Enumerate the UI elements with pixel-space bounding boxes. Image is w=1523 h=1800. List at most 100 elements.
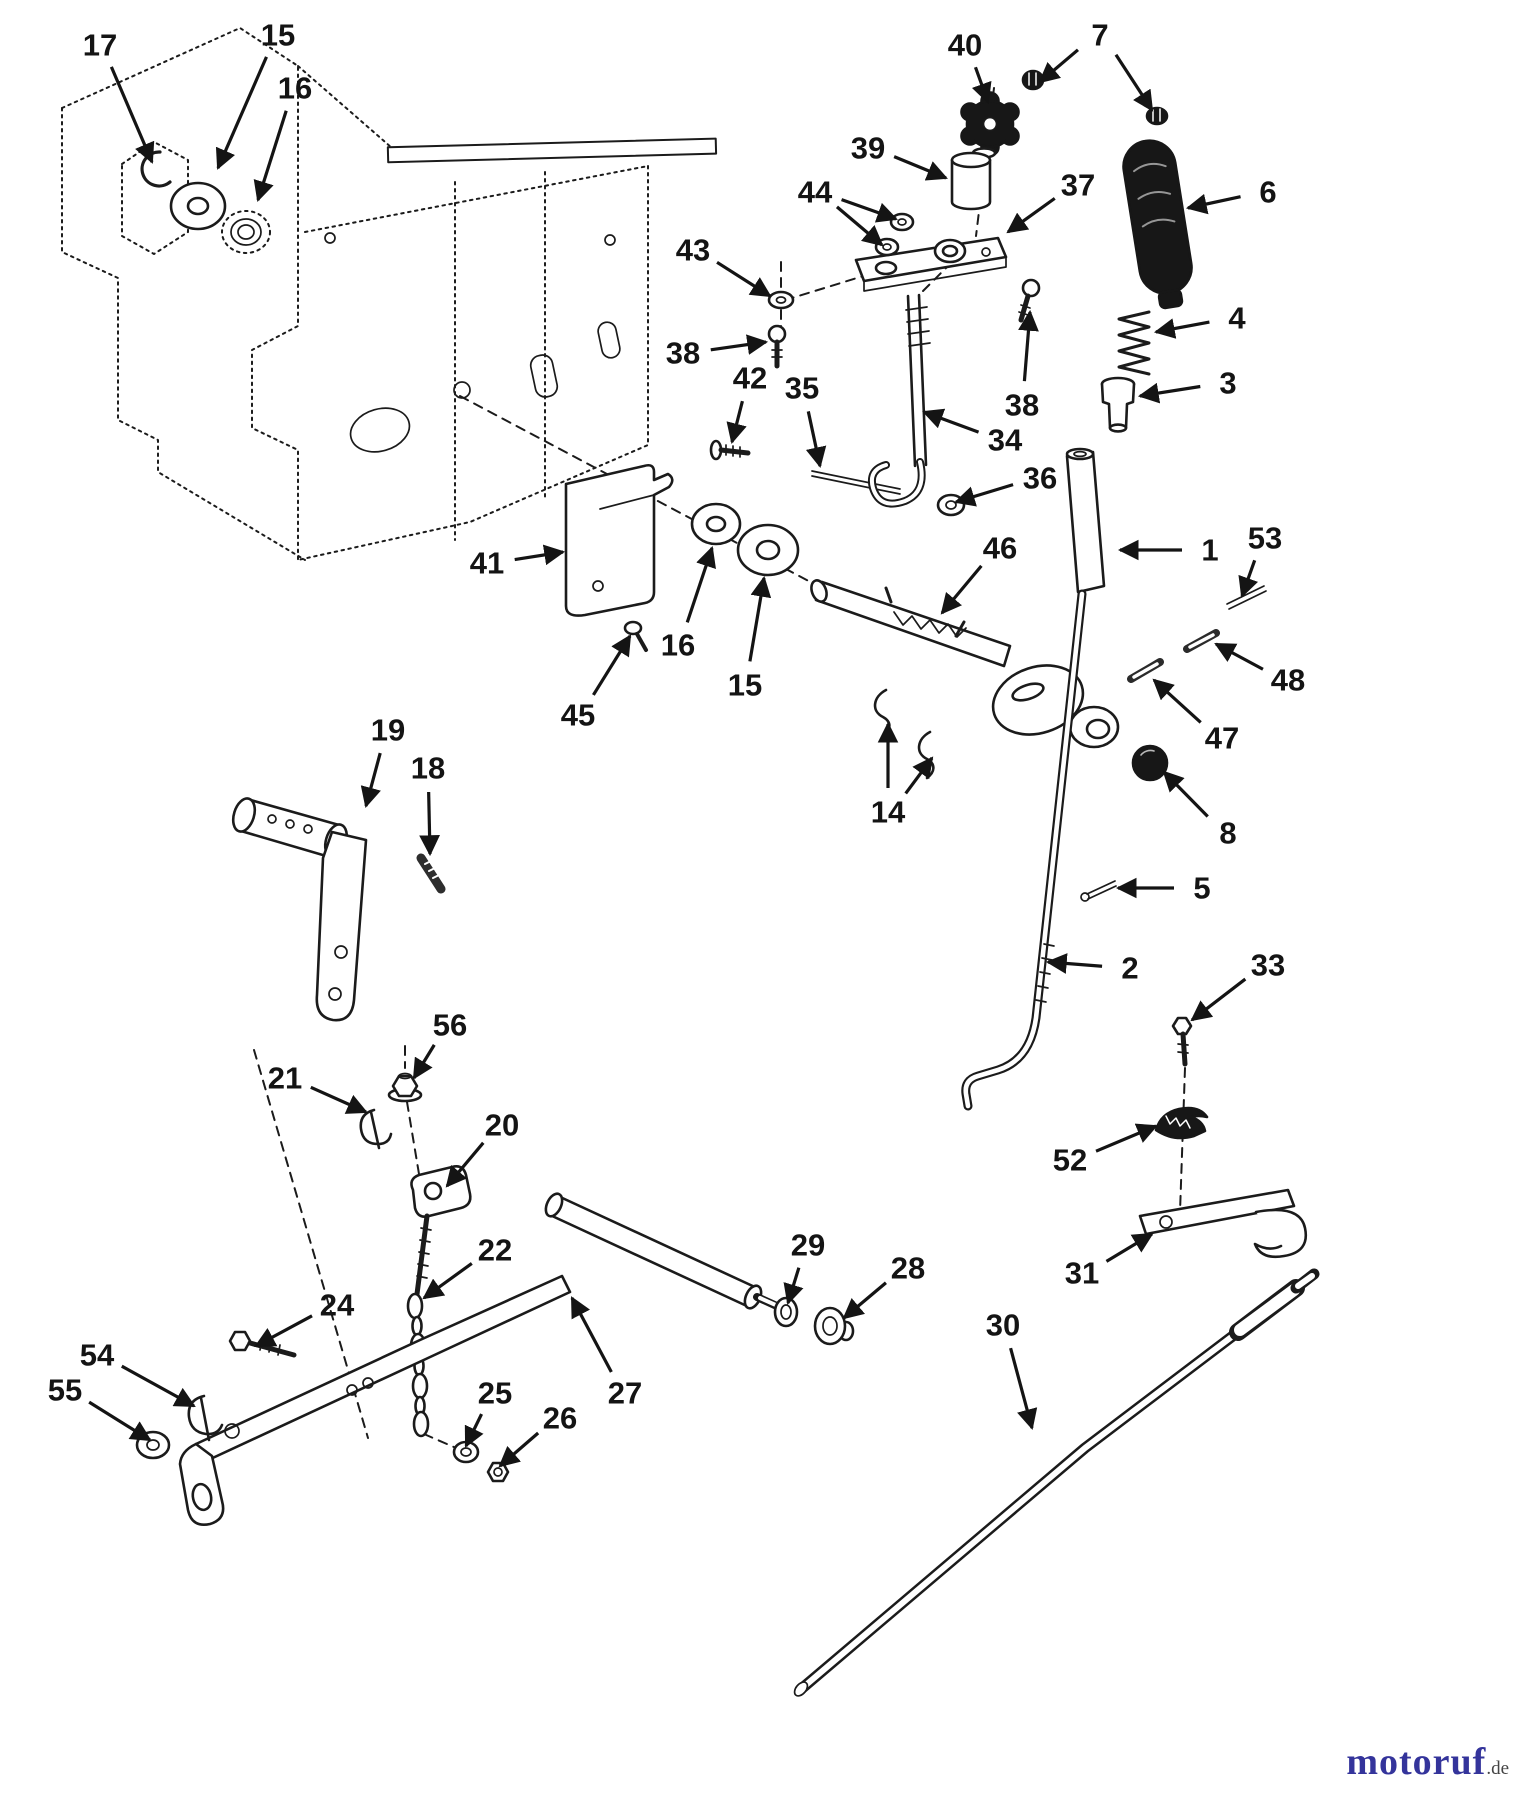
part-label-38: 38 [666,336,700,371]
leader-arrow-19 [360,752,382,809]
part-label-52: 52 [1053,1143,1087,1178]
bolt-38b [1021,278,1041,298]
part-label-28: 28 [891,1251,925,1286]
leader-arrow-45 [592,634,632,696]
leader-arrow-34 [922,408,980,434]
bolt-33 [1171,1016,1193,1036]
leader-arrow-2 [1045,953,1103,974]
part-label-47: 47 [1205,721,1239,756]
part-label-40: 40 [948,28,982,63]
part-label-27: 27 [608,1376,642,1411]
part-label-22: 22 [478,1233,512,1268]
pin-53 [1226,585,1267,610]
leader-arrow-38-2 [1018,309,1039,382]
washer-36 [936,493,966,517]
screw-45 [623,620,643,636]
leader-arrow-25 [464,1413,484,1448]
leader-arrow-15-2 [748,575,772,662]
lift-tube-27 [548,1194,759,1309]
bushing-16 [221,210,271,254]
leader-arrow-3 [1137,382,1201,404]
leader-arrow-24 [254,1314,313,1348]
leader-arrow-46 [940,564,983,615]
diagram-artwork [61,27,1320,1697]
part-label-1: 1 [1201,533,1218,568]
leader-arrow-36 [954,483,1014,507]
j-rod-34 [906,293,928,468]
lower-linkage [135,1072,855,1526]
center-washers [690,502,800,577]
part-label-38-2: 38 [1005,388,1039,423]
flange-nut-28 [813,1306,847,1346]
part-label-25: 25 [478,1376,512,1411]
hairpin-21 [359,1108,393,1146]
part-label-54: 54 [80,1338,115,1373]
bolt-24 [228,1330,252,1352]
part-label-20: 20 [485,1108,519,1143]
part-label-17: 17 [83,28,117,63]
watermark-tld: .de [1486,1758,1509,1779]
clip-52 [1154,1106,1209,1140]
part-label-41: 41 [470,546,504,581]
leader-arrow-31 [1105,1232,1154,1263]
leader-arrow-28 [842,1281,887,1320]
hatched-rail [386,137,718,164]
leader-arrow-27 [570,1296,613,1373]
part-label-21: 21 [268,1061,302,1096]
part-label-39: 39 [851,131,885,166]
leader-arrow-30 [1009,1347,1038,1431]
watermark-brand: motoruf [1346,1741,1487,1783]
part-label-19: 19 [371,713,405,748]
leader-arrow-18 [419,791,440,857]
part-label-37: 37 [1061,168,1095,203]
watermark: motoruf.de [1346,1740,1509,1784]
part-label-14: 14 [871,795,906,830]
part-label-6: 6 [1259,175,1276,210]
part-label-43: 43 [676,233,710,268]
upper-bracket-assembly [709,91,1041,517]
leader-arrow-47 [1152,678,1202,724]
part-label-30: 30 [986,1308,1020,1343]
part-label-15-2: 15 [728,668,762,703]
lock-washer-29 [773,1296,799,1328]
leader-arrow-20 [445,1141,485,1188]
part-label-42: 42 [733,361,767,396]
leader-arrow-40 [971,66,992,104]
leader-arrow-38 [710,334,769,355]
lock-washer-44a [889,212,915,232]
lift-rod-30 [793,1268,1320,1697]
part-label-46: 46 [983,531,1017,566]
part-label-16: 16 [278,71,312,106]
leader-arrow-55 [88,1400,152,1442]
leader-arrow-48 [1214,642,1264,671]
leader-arrow-37 [1006,197,1056,234]
roll-pin-18 [416,853,446,894]
part-label-3: 3 [1219,366,1236,401]
leader-arrow-21 [310,1085,368,1114]
leader-arrow-8 [1162,770,1209,818]
part-label-29: 29 [791,1228,825,1263]
chassis-frame [61,27,718,561]
leader-arrow-16 [253,110,288,202]
part-label-26: 26 [543,1401,577,1436]
leader-arrow-35 [805,411,827,469]
cap-nut-7b [1145,106,1169,126]
leader-arrows [88,48,1264,1468]
leader-arrow-56 [412,1044,436,1080]
leader-arrow-29 [783,1267,804,1305]
alignment-lines [253,87,1186,1449]
leader-arrow-14 [904,756,934,795]
part-label-33: 33 [1251,948,1285,983]
shift-lever-column [961,69,1267,1111]
part-label-15: 15 [261,18,295,53]
leader-arrow-43 [716,260,772,298]
snap-ring-17 [140,150,172,188]
clutch-lever-19 [231,797,446,1022]
handle-grip-6 [1122,139,1193,310]
part-label-2: 2 [1121,951,1138,986]
leader-arrow-4 [1153,318,1210,339]
leader-arrow-54 [121,1364,196,1408]
